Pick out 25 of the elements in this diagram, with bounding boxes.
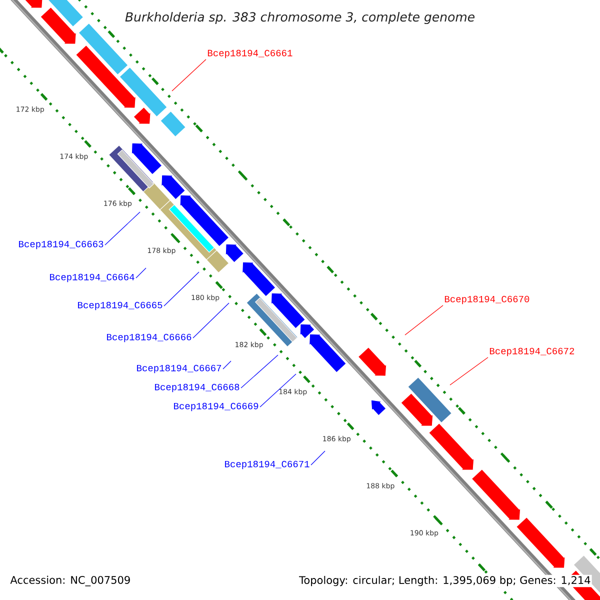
gene-label: Bcep18194_C6668 [155, 384, 240, 392]
leader-line [260, 374, 296, 408]
leader-line [172, 59, 206, 92]
leader-line [450, 357, 488, 386]
leader-line [192, 302, 230, 338]
gene-label: Bcep18194_C6672 [490, 348, 574, 356]
map-title: Burkholderia sp. 383 chromosome 3, complete genome [125, 12, 474, 24]
gene-label: Bcep18194_C6670 [444, 296, 530, 304]
gene-label: Bcep18194_C6667 [137, 364, 222, 374]
gene-label: Bcep18194_C6665 [78, 302, 162, 310]
gene-label: Bcep18194_C6661 [208, 50, 292, 58]
leader-line [310, 450, 326, 466]
leader-line [104, 212, 140, 246]
leader-line [136, 268, 146, 278]
gene-label: Bcep18194_C6664 [50, 274, 134, 282]
gene-label: Bcep18194_C6671 [225, 460, 310, 470]
leader-line [222, 360, 232, 370]
gene-label: Bcep18194_C6663 [19, 240, 104, 250]
leader-line [240, 354, 278, 388]
gene-label: Bcep18194_C6666 [107, 334, 192, 342]
gene-label: Bcep18194_C6669 [174, 402, 258, 412]
accession-text: Accession: NC_007509 [10, 576, 130, 586]
leader-line [164, 272, 200, 306]
leader-line [404, 305, 444, 336]
topology-text: Topology: circular; Length: 1,395,069 bp; Genes: 1,214 [298, 574, 592, 588]
